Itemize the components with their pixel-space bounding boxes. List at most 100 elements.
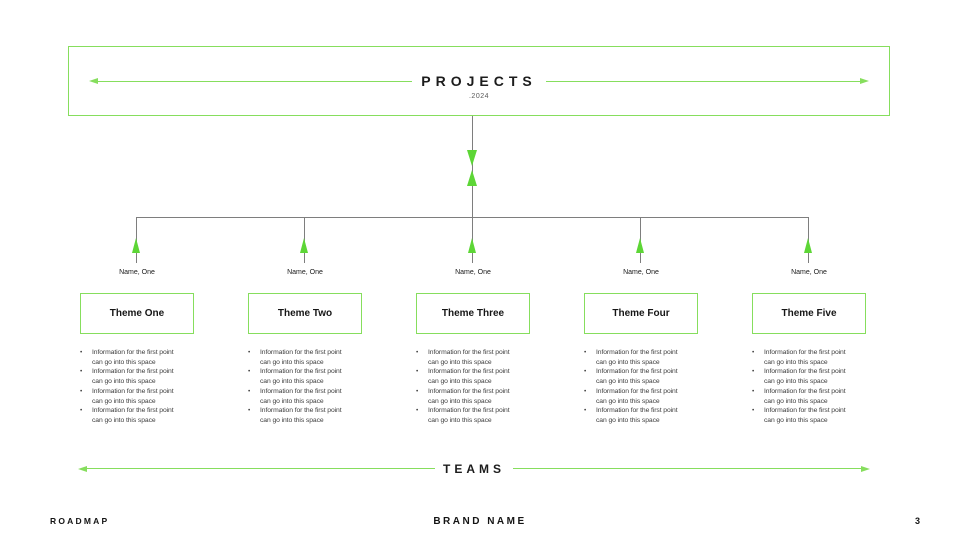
bullet-line-2: can go into this space	[596, 416, 660, 424]
bullet-dot-icon: •	[248, 407, 251, 415]
bullet-item: • Information for the first point can go i…	[416, 348, 530, 367]
bullet-line-1: Information for the first point	[764, 407, 846, 415]
arrow-up-icon	[468, 238, 476, 253]
bullet-line-2: can go into this space	[260, 358, 324, 366]
bullet-line-1: Information for the first point	[764, 368, 846, 376]
column-name-label: Name, One	[623, 269, 659, 276]
theme-column: Name, One Theme Three • Information for t…	[416, 217, 530, 452]
theme-title: Theme Three	[441, 308, 505, 319]
column-name-label: Name, One	[119, 269, 155, 276]
bullet-line-1: Information for the first point	[428, 407, 510, 415]
theme-title: Theme Two	[277, 308, 333, 319]
column-name-label: Name, One	[791, 269, 827, 276]
bullet-dot-icon: •	[752, 368, 755, 376]
arrow-right-icon	[545, 78, 869, 84]
bullet-dot-icon: •	[584, 349, 587, 356]
bullet-line-1: Information for the first point	[596, 368, 678, 376]
theme-box: Theme Five	[752, 293, 866, 334]
bullet-line-1: Information for the first point	[92, 387, 174, 395]
arrowhead-left-icon	[78, 465, 87, 472]
bullet-line-1: Information for the first point	[428, 368, 510, 376]
projects-header-box: PROJECTS .2024	[68, 46, 890, 116]
bullet-item: • Information for the first point can go i…	[752, 367, 866, 386]
theme-column: Name, One Theme Five • Information for th…	[752, 217, 866, 452]
arrow-up-icon	[804, 238, 812, 253]
bullet-line-2: can go into this space	[92, 358, 156, 366]
bullet-line-2: can go into this space	[260, 416, 324, 424]
bullet-dot-icon: •	[80, 349, 83, 356]
column-name-label: Name, One	[455, 269, 491, 276]
bullet-line-2: can go into this space	[428, 397, 492, 405]
bullet-line-2: can go into this space	[596, 378, 660, 386]
arrow-up-icon	[132, 238, 140, 253]
bullet-line-1: Information for the first point	[596, 407, 678, 415]
theme-column: Name, One Theme Two • Information for the…	[248, 217, 362, 452]
bullet-line-1: Information for the first point	[428, 349, 510, 356]
bullet-line-1: Information for the first point	[92, 407, 174, 415]
arrow-up-icon	[636, 238, 644, 253]
bullet-line-2: can go into this space	[764, 416, 828, 424]
bullet-line-1: Information for the first point	[596, 349, 678, 356]
bullet-line-2: can go into this space	[428, 358, 492, 366]
theme-column: Name, One Theme Four • Information for th…	[584, 217, 698, 452]
arrow-up-icon	[300, 238, 308, 253]
arrow-up-icon	[467, 170, 477, 186]
bullet-item: • Information for the first point can go i…	[248, 348, 362, 367]
bullet-item: • Information for the first point can go i…	[584, 348, 698, 367]
arrowhead-right-icon	[861, 465, 870, 472]
arrow-right-icon	[513, 465, 870, 472]
bullet-line-2: can go into this space	[92, 416, 156, 424]
bullet-line-2: can go into this space	[764, 378, 828, 386]
bullet-dot-icon: •	[752, 407, 755, 415]
theme-title: Theme One	[109, 308, 165, 319]
arrow-shaft	[98, 80, 413, 82]
bullet-line-2: can go into this space	[428, 416, 492, 424]
arrow-left-icon	[78, 465, 435, 472]
bullet-dot-icon: •	[416, 407, 419, 415]
bullet-dot-icon: •	[416, 349, 419, 356]
bullet-line-2: can go into this space	[260, 397, 324, 405]
theme-title: Theme Five	[781, 308, 837, 319]
bullet-dot-icon: •	[248, 387, 251, 395]
arrow-shaft	[545, 80, 860, 82]
bullet-dot-icon: •	[80, 387, 83, 395]
footer-roadmap-label: ROADMAP	[50, 516, 110, 526]
bullet-line-1: Information for the first point	[764, 387, 846, 395]
theme-box: Theme Three	[416, 293, 530, 334]
footer-brand-name: BRAND NAME	[433, 516, 527, 527]
bullet-dot-icon: •	[752, 387, 755, 395]
bullet-line-1: Information for the first point	[260, 349, 342, 356]
bullet-dot-icon: •	[248, 368, 251, 376]
bullet-line-2: can go into this space	[428, 378, 492, 386]
bullet-line-2: can go into this space	[260, 378, 324, 386]
bullet-line-1: Information for the first point	[92, 368, 174, 376]
bullet-dot-icon: •	[248, 349, 251, 356]
column-name-label: Name, One	[287, 269, 323, 276]
bullet-line-2: can go into this space	[596, 358, 660, 366]
bullet-dot-icon: •	[80, 407, 83, 415]
projects-title: PROJECTS	[421, 73, 537, 89]
bullet-line-2: can go into this space	[92, 397, 156, 405]
bullet-line-1: Information for the first point	[428, 387, 510, 395]
bullet-line-1: Information for the first point	[596, 387, 678, 395]
theme-title: Theme Four	[612, 308, 670, 319]
bullet-dot-icon: •	[584, 407, 587, 415]
theme-box: Theme One	[80, 293, 194, 334]
